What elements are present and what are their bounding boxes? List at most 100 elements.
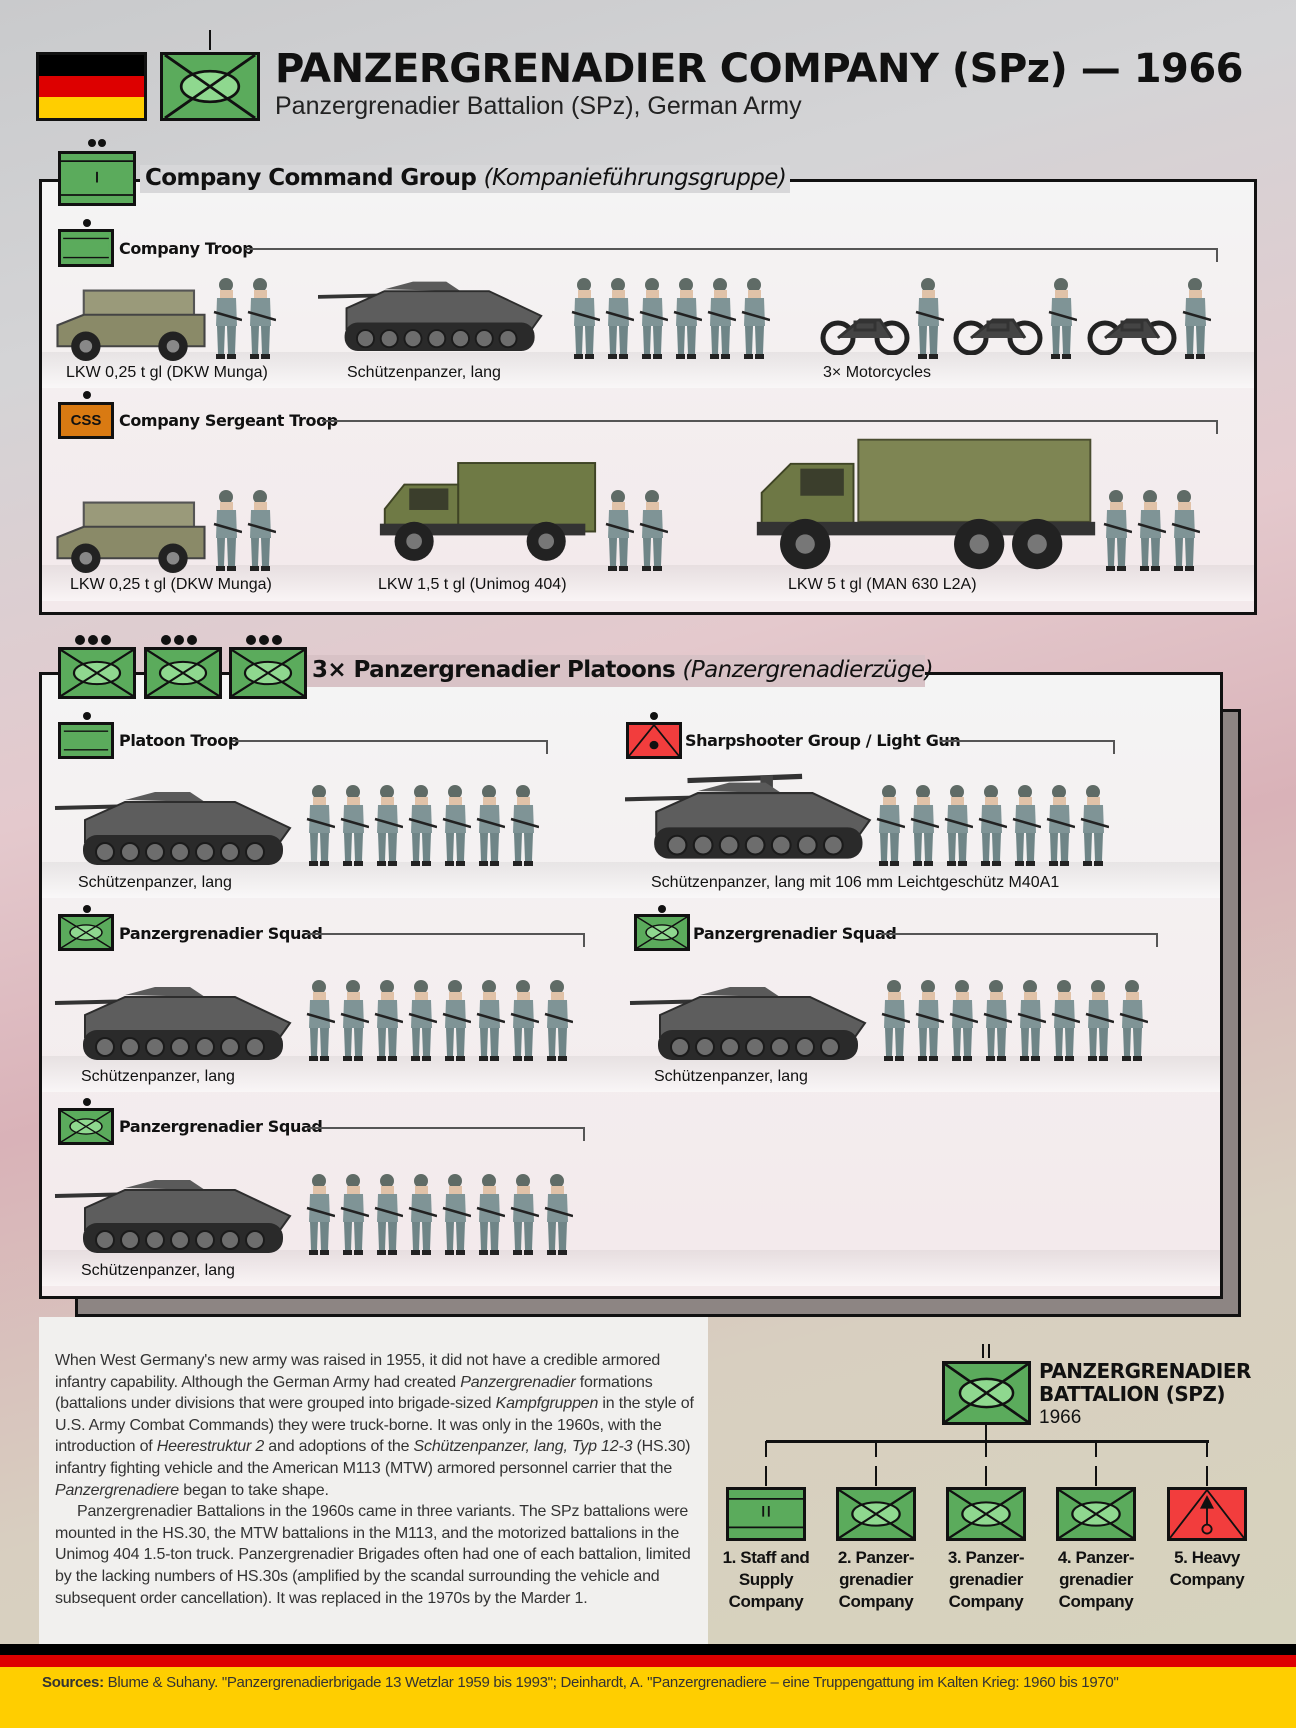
motorcycle-icon bbox=[820, 300, 910, 355]
soldier-group bbox=[914, 276, 944, 360]
soldier-figure bbox=[509, 1172, 539, 1256]
soldier-figure bbox=[914, 978, 944, 1062]
echelon-dot bbox=[75, 635, 85, 645]
vehicle-label: Schützenpanzer, lang bbox=[81, 1262, 235, 1279]
platoon-troop-symbol-icon bbox=[58, 722, 114, 759]
soldier-figure bbox=[1102, 488, 1132, 572]
soldier-figure bbox=[672, 276, 702, 360]
tank-icon bbox=[50, 1168, 300, 1258]
vehicle-label: LKW 0,25 t gl (DKW Munga) bbox=[70, 576, 272, 593]
soldier-group bbox=[1102, 488, 1200, 572]
soldier-figure bbox=[441, 783, 471, 867]
soldier-group bbox=[212, 488, 276, 572]
truck-icon bbox=[750, 430, 1102, 575]
soldier-figure bbox=[1050, 978, 1080, 1062]
soldier-figure bbox=[706, 276, 736, 360]
tank-icon bbox=[50, 975, 300, 1065]
soldier-figure bbox=[914, 276, 944, 360]
title-backdrop bbox=[305, 655, 925, 687]
soldier-figure bbox=[604, 488, 634, 572]
echelon-dot bbox=[658, 905, 666, 913]
title-backdrop bbox=[140, 165, 790, 193]
soldier-figure bbox=[543, 978, 573, 1062]
vehicle-label: LKW 1,5 t gl (Unimog 404) bbox=[378, 576, 567, 593]
soldier-figure bbox=[1084, 978, 1114, 1062]
unit-label: Panzergrenadier Squad bbox=[119, 924, 323, 943]
soldier-figure bbox=[1011, 783, 1041, 867]
company-symbol-icon bbox=[946, 1487, 1026, 1541]
soldier-figure bbox=[948, 978, 978, 1062]
company-label: 4. Panzer-grenadier Company bbox=[1057, 1548, 1135, 1611]
soldier-figure bbox=[638, 276, 668, 360]
bracket-line bbox=[940, 740, 1115, 754]
company-troop-symbol-icon bbox=[58, 229, 114, 267]
soldier-figure bbox=[943, 783, 973, 867]
company-symbol-icon bbox=[1056, 1487, 1136, 1541]
battalion-symbol-icon bbox=[942, 1361, 1031, 1425]
command-group-title: Company Command Group (Kompanieführungsg… bbox=[145, 165, 787, 191]
soldier-figure bbox=[373, 1172, 403, 1256]
soldier-figure bbox=[1181, 276, 1211, 360]
unit-label: Panzergrenadier Squad bbox=[693, 924, 897, 943]
soldier-figure bbox=[1047, 276, 1077, 360]
soldier-figure bbox=[1118, 978, 1148, 1062]
soldier-figure bbox=[246, 276, 276, 360]
soldier-figure bbox=[339, 783, 369, 867]
soldier-figure bbox=[407, 783, 437, 867]
platoon-symbol-icon bbox=[58, 647, 136, 699]
echelon-dot bbox=[83, 712, 91, 720]
soldier-group bbox=[1047, 276, 1077, 360]
vehicle-label: Schützenpanzer, lang bbox=[81, 1068, 235, 1085]
soldier-figure bbox=[509, 783, 539, 867]
platoon-symbol-icon bbox=[144, 647, 222, 699]
unit-label: Sharpshooter Group / Light Gun bbox=[685, 731, 961, 750]
soldier-figure bbox=[305, 1172, 335, 1256]
soldier-figure bbox=[475, 783, 505, 867]
company-symbol-icon bbox=[836, 1487, 916, 1541]
soldier-figure bbox=[570, 276, 600, 360]
sources-text: Sources: Blume & Suhany. "Panzergrenadie… bbox=[42, 1674, 1119, 1691]
echelon-dot bbox=[650, 712, 658, 720]
platoon-symbol-icon bbox=[229, 647, 307, 699]
soldier-group bbox=[604, 488, 668, 572]
soldier-figure bbox=[305, 783, 335, 867]
footer-stripe-black bbox=[0, 1644, 1296, 1655]
page-subtitle: Panzergrenadier Battalion (SPz), German … bbox=[275, 92, 802, 120]
echelon-dot bbox=[83, 391, 91, 399]
german-flag bbox=[36, 52, 147, 121]
bracket-line bbox=[881, 933, 1158, 947]
soldier-figure bbox=[1016, 978, 1046, 1062]
soldier-figure bbox=[1079, 783, 1109, 867]
tank-gun-icon bbox=[625, 765, 875, 869]
bracket-line bbox=[232, 740, 548, 754]
footer-stripe-gold bbox=[0, 1667, 1296, 1728]
description-background bbox=[39, 1317, 708, 1644]
unit-label: Platoon Troop bbox=[119, 731, 239, 750]
ground-band bbox=[42, 1056, 1220, 1092]
soldier-figure bbox=[543, 1172, 573, 1256]
vehicle-label: LKW 0,25 t gl (DKW Munga) bbox=[66, 364, 268, 381]
soldier-group bbox=[570, 276, 770, 360]
footer-stripe-red bbox=[0, 1655, 1296, 1667]
tree-line bbox=[985, 1425, 987, 1441]
echelon-dot bbox=[83, 905, 91, 913]
soldier-group bbox=[305, 1172, 573, 1256]
vehicle-label: Schützenpanzer, lang mit 106 mm Leichtge… bbox=[651, 874, 1060, 891]
company-label: 3. Panzer-grenadier Company bbox=[947, 1548, 1025, 1611]
soldier-figure bbox=[1045, 783, 1075, 867]
soldier-group bbox=[1181, 276, 1211, 360]
unit-label: Panzergrenadier Squad bbox=[119, 1117, 323, 1136]
tree-line bbox=[766, 1440, 1209, 1443]
description-paragraph-2: Panzergrenadier Battalions in the 1960s … bbox=[55, 1503, 691, 1607]
tree-line bbox=[985, 1466, 987, 1486]
company-label: 1. Staff and Supply Company bbox=[722, 1548, 810, 1611]
soldier-group bbox=[880, 978, 1148, 1062]
company-echelon-marker bbox=[209, 30, 211, 50]
tree-line bbox=[765, 1441, 767, 1457]
company-symbol-icon bbox=[726, 1487, 806, 1541]
motorcycle-icon bbox=[953, 300, 1043, 355]
echelon-dot bbox=[83, 219, 91, 227]
tree-line bbox=[1206, 1441, 1208, 1457]
soldier-figure bbox=[407, 1172, 437, 1256]
